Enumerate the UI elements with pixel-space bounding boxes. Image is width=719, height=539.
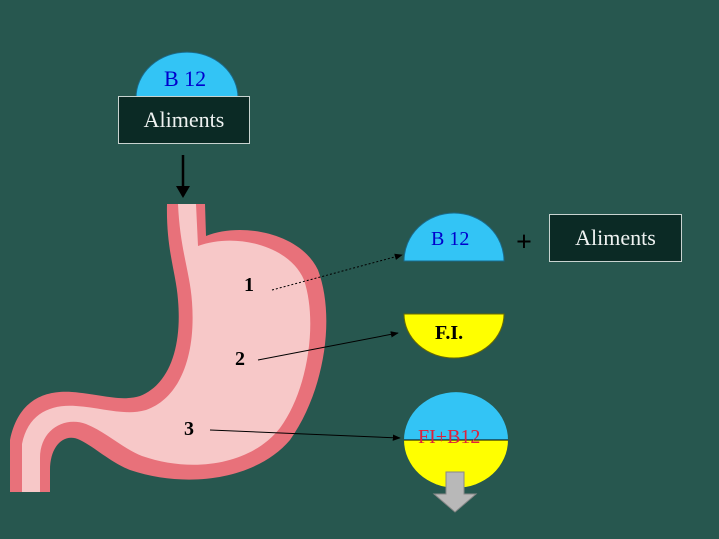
step-number-2: 2 bbox=[235, 348, 245, 370]
right-b12-dome bbox=[403, 212, 505, 262]
step-number-1: 1 bbox=[244, 274, 254, 296]
top-b12-dome bbox=[135, 51, 239, 99]
connector-1 bbox=[271, 253, 403, 291]
intake-arrowhead bbox=[176, 186, 190, 198]
connector-2 bbox=[257, 331, 399, 361]
fi-label: F.I. bbox=[435, 322, 464, 344]
connector-3 bbox=[209, 429, 401, 441]
right-food-box: Aliments bbox=[549, 214, 682, 262]
plus-sign: + bbox=[516, 227, 532, 258]
right-b12-label: B 12 bbox=[431, 228, 470, 250]
stomach-interior bbox=[22, 204, 311, 492]
top-b12-label: B 12 bbox=[164, 66, 207, 91]
fi-bowl bbox=[403, 313, 505, 359]
output-arrow bbox=[432, 471, 478, 513]
complex-label: FI+B12 bbox=[418, 426, 481, 448]
complex-bottom bbox=[404, 440, 508, 488]
top-food-box: Aliments bbox=[118, 96, 250, 144]
complex-top bbox=[404, 392, 508, 440]
step-number-3: 3 bbox=[184, 418, 194, 440]
